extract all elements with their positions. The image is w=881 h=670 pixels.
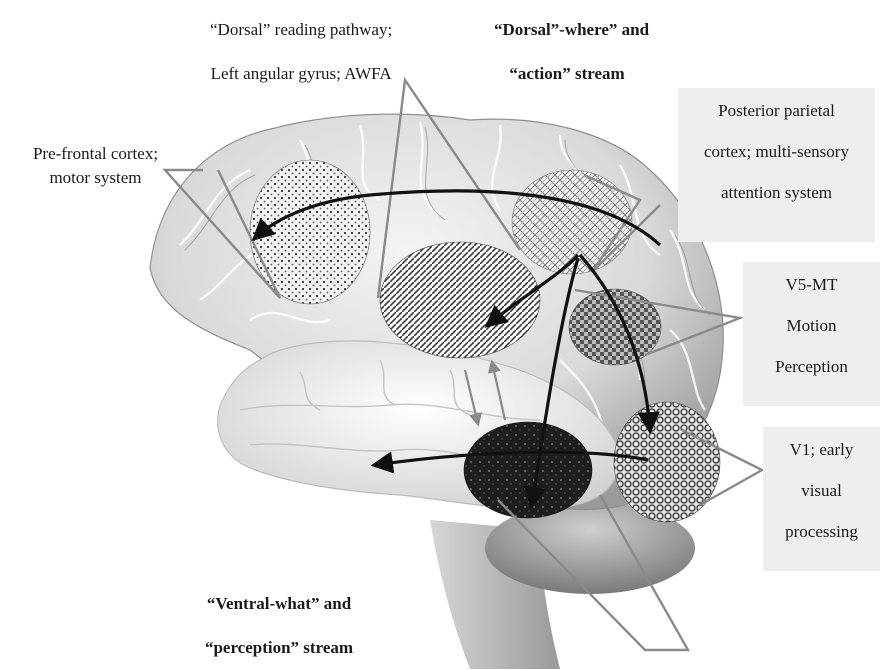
- region-parietal: [512, 170, 632, 274]
- region-prefrontal: [250, 160, 370, 304]
- region-ventral: [464, 422, 592, 518]
- label-prefrontal: Pre-frontal cortex; motor system: [8, 142, 183, 190]
- region-angular-gyrus: [380, 242, 540, 358]
- label-posterior-parietal: Posterior parietal cortex; multi-sensory…: [678, 88, 875, 242]
- label-v1: V1; early visual processing: [763, 427, 880, 571]
- label-v5-mt: V5-MT Motion Perception: [743, 262, 880, 406]
- label-ventral-what-stream: “Ventral-what” and “perception” stream: [190, 582, 368, 670]
- label-dorsal-where-stream: “Dorsal”-where” and “action” stream: [494, 8, 640, 96]
- label-dorsal-reading: “Dorsal” reading pathway; Left angular g…: [210, 8, 392, 96]
